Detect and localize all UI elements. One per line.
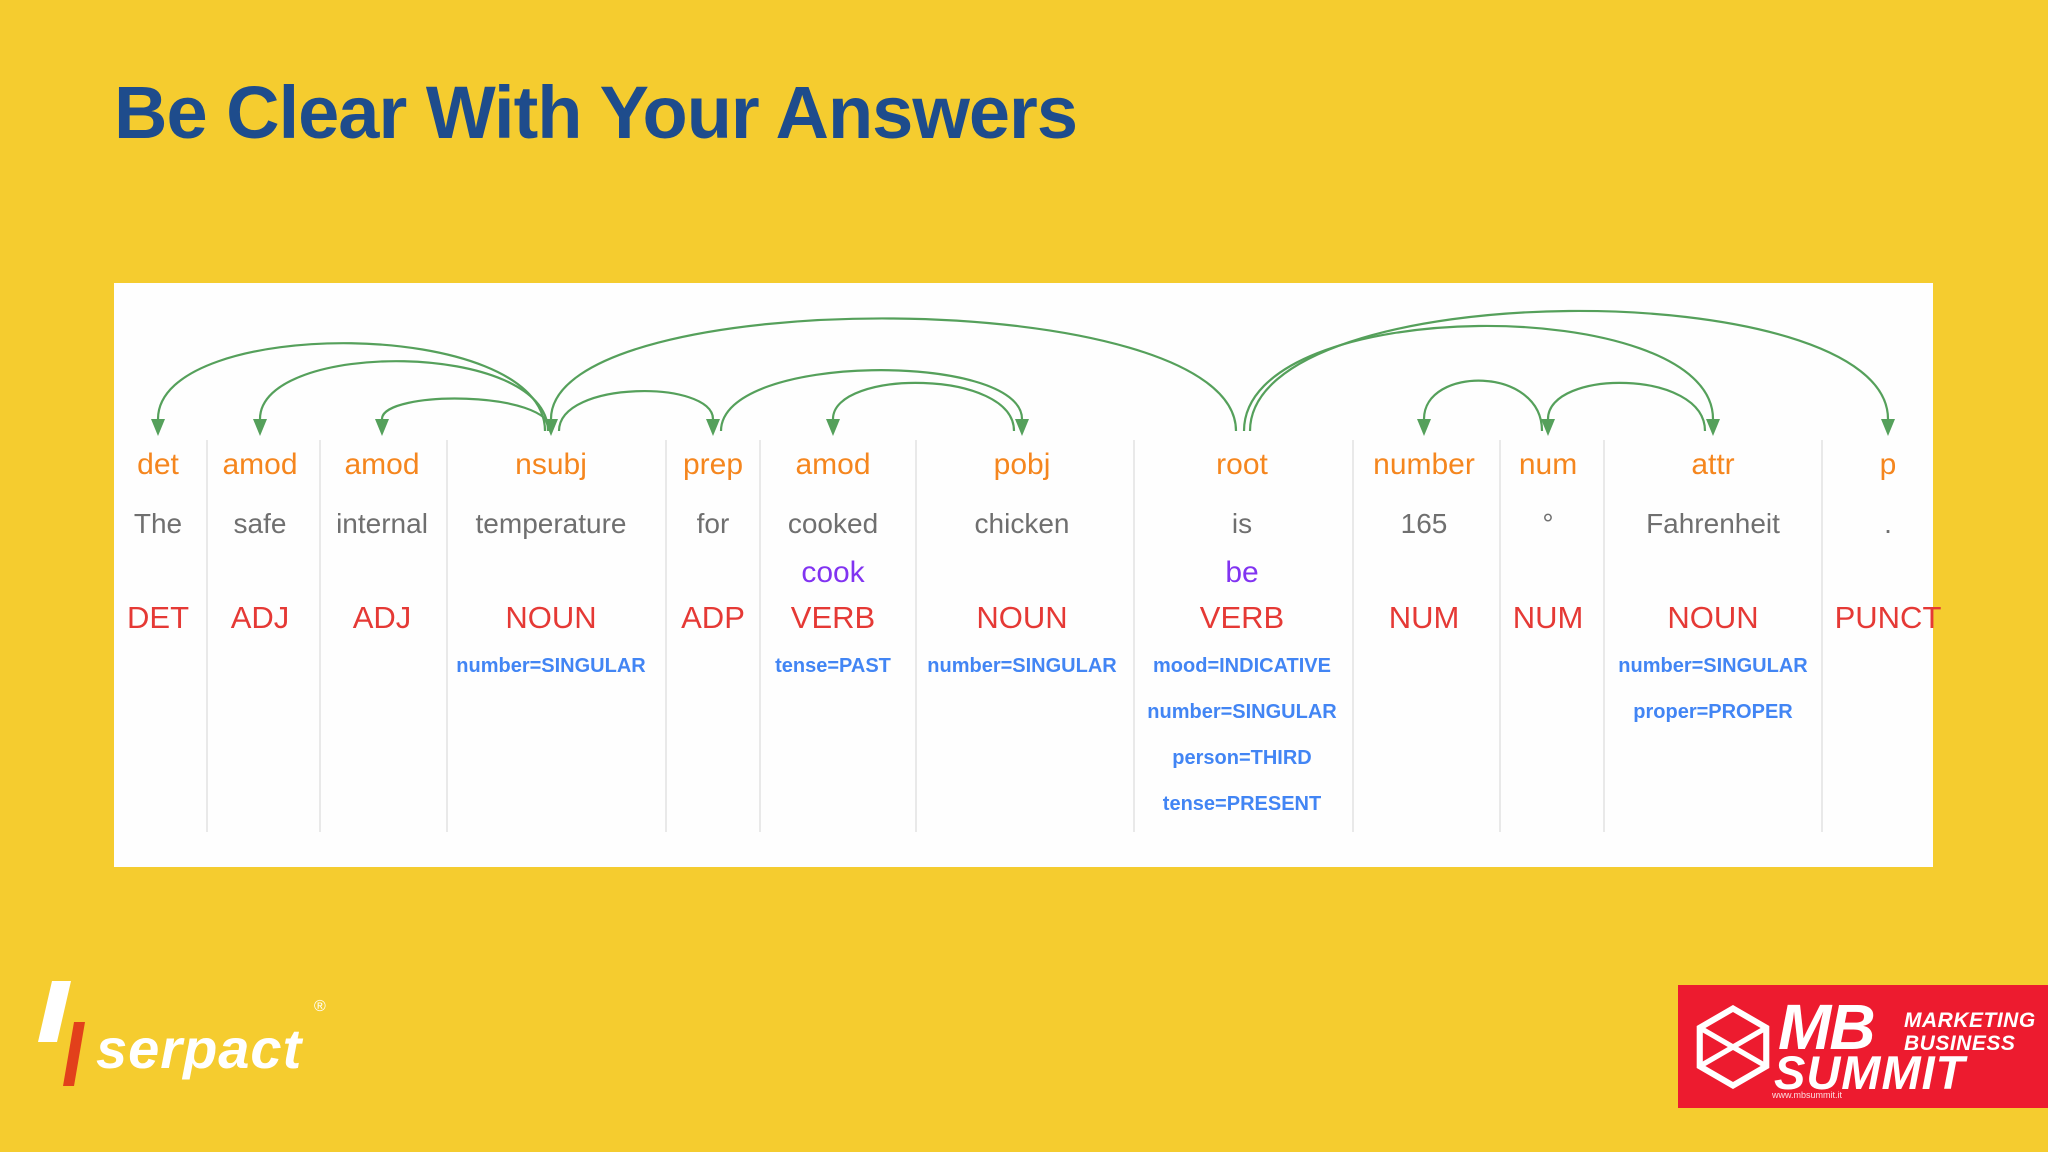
dep-label: number xyxy=(1373,448,1475,481)
pos-tag: NUM xyxy=(1388,600,1460,635)
token-word: Fahrenheit xyxy=(1646,508,1780,539)
pos-tag: ADP xyxy=(681,600,745,635)
pos-tag: VERB xyxy=(1199,600,1285,635)
token-word: chicken xyxy=(974,508,1070,539)
token-word: . xyxy=(1884,508,1892,539)
arc-arrowhead-icon xyxy=(544,419,558,436)
column-divider xyxy=(665,440,667,832)
pos-tag: NOUN xyxy=(505,600,597,635)
dependency-arc xyxy=(557,390,715,432)
dep-label: amod xyxy=(344,448,420,481)
dependency-arc xyxy=(1248,309,1890,432)
arc-arrowhead-icon xyxy=(706,419,720,436)
mbsummit-url-text: www.mbsummit.it xyxy=(1772,1090,1843,1100)
pos-tag: DET xyxy=(127,600,189,635)
arc-arrowhead-icon xyxy=(375,419,389,436)
serpact-logo-icon xyxy=(38,981,85,1086)
feature-label: tense=PRESENT xyxy=(1162,793,1322,815)
token-word: ° xyxy=(1542,508,1554,539)
mbsummit-cube-icon xyxy=(1696,1005,1770,1089)
dependency-arc xyxy=(1546,381,1707,432)
mbsummit-marketing-text: MARKETING xyxy=(1904,1009,2036,1032)
column-divider xyxy=(206,440,208,832)
arc-arrowhead-icon xyxy=(1706,419,1720,436)
column-divider xyxy=(759,440,761,832)
dep-label: amod xyxy=(795,448,871,481)
token-word: temperature xyxy=(475,508,627,539)
token-lemma: cook xyxy=(801,556,865,589)
pos-tag: NOUN xyxy=(976,600,1068,635)
feature-label: person=THIRD xyxy=(1172,747,1312,769)
dep-label: attr xyxy=(1691,448,1735,481)
pos-tag: VERB xyxy=(790,600,876,635)
mbsummit-mb-text: MB xyxy=(1778,991,1876,1063)
arc-arrowhead-icon xyxy=(826,419,840,436)
arc-arrowhead-icon xyxy=(1015,419,1029,436)
token-word: 165 xyxy=(1400,508,1448,539)
arc-arrowhead-icon xyxy=(1881,419,1895,436)
dependency-arc xyxy=(549,317,1238,432)
mbsummit-business-text: BUSINESS xyxy=(1904,1032,2016,1055)
token-lemma: be xyxy=(1225,556,1259,589)
feature-label: number=SINGULAR xyxy=(456,655,646,677)
column-divider xyxy=(319,440,321,832)
dep-label: nsubj xyxy=(515,448,587,481)
arc-arrowhead-icon xyxy=(1417,419,1431,436)
feature-label: proper=PROPER xyxy=(1633,701,1793,723)
feature-label: number=SINGULAR xyxy=(927,655,1117,677)
column-divider xyxy=(1499,440,1501,832)
dep-label: pobj xyxy=(993,448,1051,481)
serpact-logo: serpact ® xyxy=(38,980,358,1110)
mbsummit-summit-text: SUMMIT xyxy=(1774,1046,1966,1099)
pos-tag: PUNCT xyxy=(1834,600,1942,635)
column-divider xyxy=(1603,440,1605,832)
slide-title: Be Clear With Your Answers xyxy=(114,71,1078,154)
arc-arrowhead-icon xyxy=(151,419,165,436)
token-word: is xyxy=(1231,508,1253,539)
registered-trademark-icon: ® xyxy=(314,998,326,1015)
column-divider xyxy=(446,440,448,832)
column-divider xyxy=(1352,440,1354,832)
dep-label: det xyxy=(137,448,179,481)
dependency-arc xyxy=(258,360,550,432)
dependency-arc xyxy=(1242,324,1715,432)
dependency-arc xyxy=(156,342,547,432)
arc-arrowhead-icon xyxy=(253,419,267,436)
dependency-arcs-canvas xyxy=(151,309,1895,436)
mbsummit-logo: MB MARKETING BUSINESS SUMMIT www.mbsummi… xyxy=(1678,985,2048,1108)
token-word: internal xyxy=(336,508,428,539)
dependency-arc xyxy=(380,397,553,432)
column-divider xyxy=(1821,440,1823,832)
serpact-logo-text: serpact xyxy=(96,1017,303,1080)
pos-tag: ADJ xyxy=(352,600,412,635)
column-divider xyxy=(915,440,917,832)
token-word: for xyxy=(696,508,730,539)
feature-label: number=SINGULAR xyxy=(1147,701,1337,723)
feature-label: mood=INDICATIVE xyxy=(1153,655,1331,677)
dependency-arc xyxy=(831,381,1016,432)
token-word: The xyxy=(133,508,183,539)
token-word: cooked xyxy=(787,508,879,539)
dep-label: root xyxy=(1216,448,1268,481)
pos-tag: ADJ xyxy=(230,600,290,635)
dependency-arc xyxy=(1422,379,1544,432)
dep-label: p xyxy=(1879,448,1897,481)
dep-label: num xyxy=(1518,448,1578,481)
dependency-arc xyxy=(719,369,1024,432)
token-word: safe xyxy=(233,508,287,539)
dep-label: amod xyxy=(222,448,298,481)
feature-label: number=SINGULAR xyxy=(1618,655,1808,677)
pos-tag: NOUN xyxy=(1667,600,1759,635)
column-divider xyxy=(1133,440,1135,832)
feature-label: tense=PAST xyxy=(775,655,891,677)
dep-label: prep xyxy=(682,448,744,481)
arc-arrowhead-icon xyxy=(1541,419,1555,436)
pos-tag: NUM xyxy=(1512,600,1584,635)
